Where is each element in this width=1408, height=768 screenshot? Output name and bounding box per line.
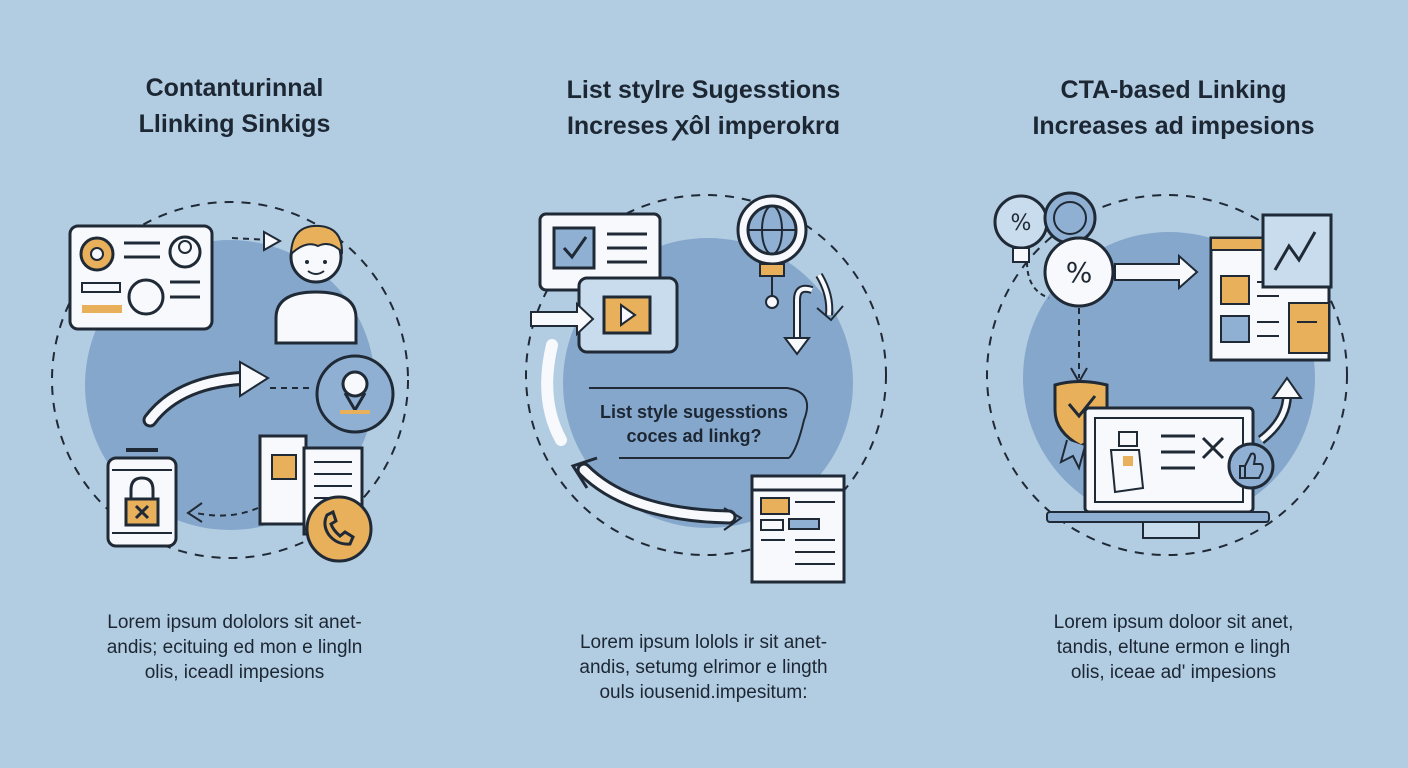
- swap-arrows-icon: [783, 272, 844, 356]
- center-caption: List style sugesstions coces ad linkg?: [579, 400, 809, 448]
- list-suggestions-illustration: [525, 194, 887, 584]
- description-line-2: andis; ecituing ed mon e lingln: [106, 637, 363, 658]
- person-icon: [274, 224, 358, 345]
- description-line-3: olis, iceae ad' impesions: [1070, 662, 1277, 683]
- checklist-card-icon: [538, 212, 662, 292]
- panel-description: Lorem ipsum dololors sit anet- andis; ec…: [0, 610, 469, 685]
- panel-title: CTA-based Linking Increases ad impesions: [939, 72, 1408, 144]
- description-line-2: tandis, eltune ermon e lingh: [1056, 637, 1291, 658]
- center-caption-line-2: coces ad linkg?: [626, 426, 762, 446]
- center-caption-line-1: List style sugesstions: [599, 402, 789, 422]
- panel-description: Lorem ipsum lolols ir sit anet- andis, s…: [469, 630, 938, 705]
- chart-window-icon: [1209, 213, 1333, 362]
- dashed-orbit: [986, 194, 1348, 556]
- laptop-icon: [1046, 406, 1270, 539]
- cta-linking-illustration: % %: [986, 191, 1348, 556]
- description-line-3: olis, iceadl impesions: [144, 662, 325, 683]
- title-line-2: Increses ꭗôl imperokrɑ: [566, 112, 841, 140]
- dashed-orbit: [525, 194, 887, 556]
- thumbs-up-icon: [1227, 442, 1275, 490]
- panel-cta-based-linking: CTA-based Linking Increases ad impesions…: [939, 0, 1408, 768]
- panel-title: Contanturinnal Llinking Sinkigs: [0, 70, 469, 142]
- title-line-1: CTA-based Linking: [1060, 76, 1287, 104]
- title-line-2: Increases ad impesions: [1032, 112, 1315, 140]
- profile-card-icon: [68, 224, 214, 331]
- dashed-orbit: [51, 201, 409, 559]
- svg-text:%: %: [1066, 256, 1093, 289]
- globe-magnifier-icon: [736, 194, 808, 309]
- description-line-3: ouls iousenid.impesitum:: [599, 682, 808, 703]
- panel-list-style-suggestions: List stylre Sugesstions Increses ꭗôl imp…: [469, 0, 938, 768]
- title-line-1: Contanturinnal: [145, 74, 324, 102]
- svg-text:%: %: [1011, 211, 1032, 236]
- percent-badge-icon: %: [1043, 236, 1115, 385]
- locked-phone-icon: [106, 448, 178, 548]
- description-line-1: Lorem ipsum lolols ir sit anet-: [579, 632, 828, 653]
- panel-contextual-linking: Contanturinnal Llinking Sinkigs: [0, 0, 469, 768]
- description-line-2: andis, setumg elrimor e lingth: [579, 657, 828, 678]
- title-line-2: Llinking Sinkigs: [138, 110, 331, 138]
- location-pin-icon: [315, 354, 395, 434]
- description-line-1: Lorem ipsum doloor sit anet,: [1053, 612, 1294, 633]
- panel-description: Lorem ipsum doloor sit anet, tandis, elt…: [939, 610, 1408, 685]
- title-line-1: List stylre Sugesstions: [566, 76, 841, 104]
- description-line-1: Lorem ipsum dololors sit anet-: [107, 612, 362, 633]
- panel-title: List stylre Sugesstions Increses ꭗôl imp…: [469, 72, 938, 144]
- contextual-linking-illustration: [51, 201, 409, 563]
- phone-call-icon: [305, 495, 373, 563]
- list-document-icon: [750, 474, 846, 584]
- video-play-icon: [577, 276, 679, 354]
